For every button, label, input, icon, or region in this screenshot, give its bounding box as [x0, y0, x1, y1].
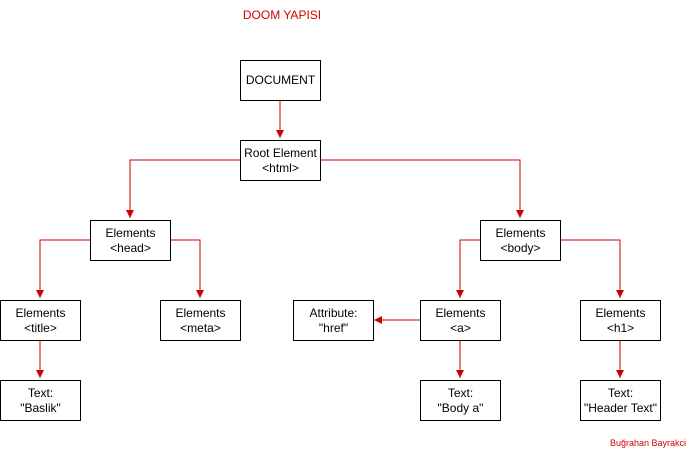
href-attribute-node: Attribute: "href": [293, 300, 374, 341]
edge-body-a: [456, 239, 480, 298]
meta-element-node: Elements <meta>: [160, 300, 241, 341]
document-node-label: DOCUMENT: [245, 73, 316, 87]
href-attribute-node-label: Attribute:: [309, 305, 358, 320]
root-element-node: Root Element <html>: [240, 140, 321, 181]
title-element-node-label: Elements: [15, 305, 66, 320]
root-element-node-label: Root Element: [244, 145, 317, 160]
edge-root-head: [126, 159, 240, 218]
a-element-node-label: Elements: [435, 305, 486, 320]
title-text-node: Text: "Baslik": [0, 380, 81, 421]
body-element-node-label: Elements: [495, 225, 546, 240]
a-text-node: Text: "Body a": [420, 380, 501, 421]
meta-element-node-tag: <meta>: [180, 320, 221, 335]
edge-head-meta: [170, 239, 204, 298]
edge-body-h1: [560, 239, 624, 298]
h1-text-node: Text: "Header Text": [580, 380, 661, 421]
h1-element-node-tag: <h1>: [606, 320, 635, 335]
href-attribute-node-value: "href": [318, 320, 349, 335]
a-text-node-value: "Body a": [437, 400, 484, 415]
body-element-node: Elements <body>: [480, 220, 561, 261]
h1-element-node: Elements <h1>: [580, 300, 661, 341]
document-node: DOCUMENT: [240, 60, 321, 101]
a-element-node-tag: <a>: [450, 320, 471, 335]
title-text-node-label: Text:: [27, 385, 54, 400]
h1-text-node-value: "Header Text": [583, 400, 657, 415]
head-element-node-label: Elements: [105, 225, 156, 240]
a-text-node-label: Text:: [447, 385, 474, 400]
head-element-node-tag: <head>: [110, 240, 151, 255]
head-element-node: Elements <head>: [90, 220, 171, 261]
root-element-node-tag: <html>: [262, 160, 299, 175]
title-text-node-value: "Baslik": [20, 400, 61, 415]
meta-element-node-label: Elements: [175, 305, 226, 320]
diagram-title: DOOM YAPISI: [242, 8, 322, 22]
h1-element-node-label: Elements: [595, 305, 646, 320]
title-element-node: Elements <title>: [0, 300, 81, 341]
edge-root-body: [320, 159, 524, 218]
title-element-node-tag: <title>: [24, 320, 57, 335]
a-element-node: Elements <a>: [420, 300, 501, 341]
author-credit: Buğrahan Bayrakci: [609, 438, 686, 448]
h1-text-node-label: Text:: [607, 385, 634, 400]
edge-head-title: [36, 239, 90, 298]
body-element-node-tag: <body>: [500, 240, 541, 255]
